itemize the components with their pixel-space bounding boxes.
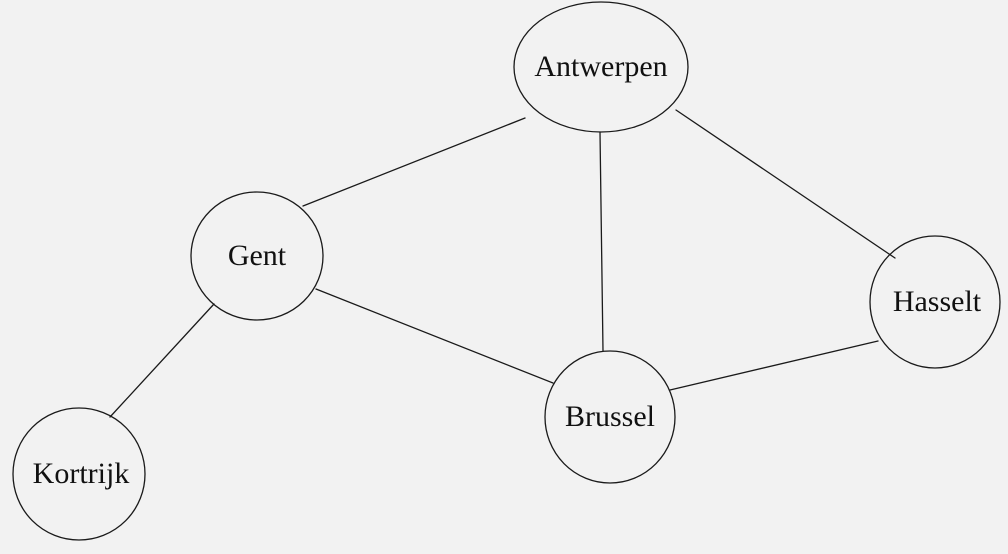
node-shape-hasselt[interactable] xyxy=(869,235,1001,369)
graph-node-antwerpen[interactable]: Antwerpen xyxy=(513,1,689,133)
graph-edge-antwerpen-brussel xyxy=(599,131,604,352)
graph-edge-antwerpen-hasselt xyxy=(675,109,896,259)
graph-edge-antwerpen-gent xyxy=(302,117,526,207)
node-label-gent: Gent xyxy=(228,239,287,272)
graph-node-kortrijk[interactable]: Kortrijk xyxy=(12,407,146,541)
node-label-brussel: Brussel xyxy=(565,400,655,433)
node-label-kortrijk: Kortrijk xyxy=(33,457,130,490)
graph-edge-gent-brussel xyxy=(315,288,554,384)
node-label-antwerpen: Antwerpen xyxy=(534,50,667,83)
graph-node-gent[interactable]: Gent xyxy=(190,191,324,321)
graph-node-hasselt[interactable]: Hasselt xyxy=(869,235,1001,369)
node-shape-antwerpen[interactable] xyxy=(513,1,689,133)
node-shape-gent[interactable] xyxy=(190,191,324,321)
node-label-hasselt: Hasselt xyxy=(893,285,982,318)
node-shape-brussel[interactable] xyxy=(544,350,676,484)
node-shape-kortrijk[interactable] xyxy=(12,407,146,541)
graph-node-brussel[interactable]: Brussel xyxy=(544,350,676,484)
edge-layer xyxy=(109,109,896,418)
graph-edge-gent-kortrijk xyxy=(109,303,215,418)
graph-edge-brussel-hasselt xyxy=(669,340,879,391)
